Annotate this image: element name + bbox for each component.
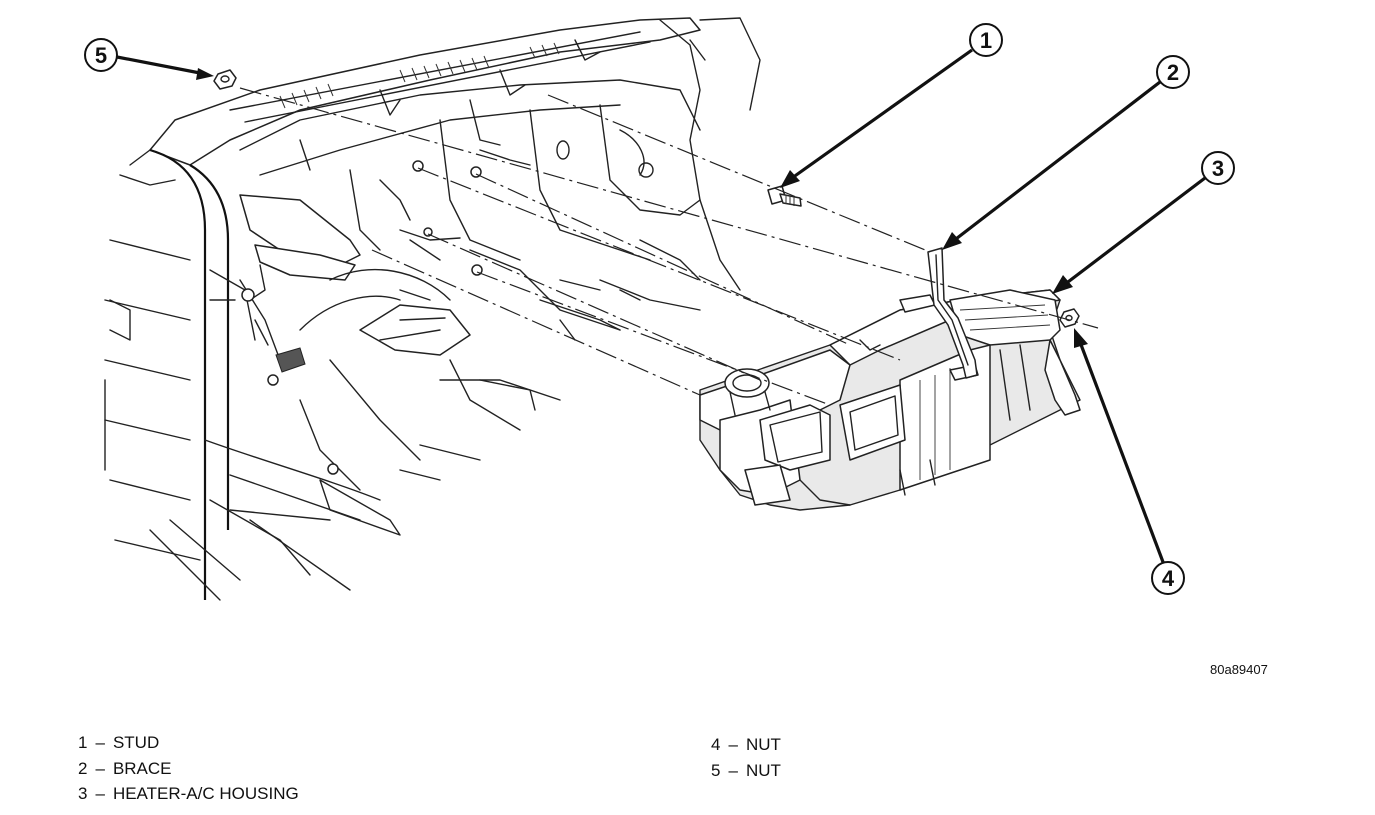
legend-label: NUT: [745, 735, 781, 754]
callout-leaders: [116, 48, 1206, 563]
legend-number: 5: [711, 760, 721, 780]
legend-separator: –: [728, 760, 738, 780]
callout-3: 3: [1201, 151, 1235, 185]
legend-label: BRACE: [112, 758, 172, 778]
callout-4-number: 4: [1162, 566, 1175, 591]
callout-4: 4: [1151, 561, 1185, 595]
callout-1: 1: [969, 23, 1003, 57]
brace: [927, 247, 978, 379]
callout-2-number: 2: [1167, 60, 1179, 85]
nut-5: [213, 69, 237, 90]
callout-3-number: 3: [1212, 156, 1224, 181]
stud: [767, 185, 802, 207]
legend-number: 2: [78, 758, 88, 778]
legend-number: 1: [78, 733, 88, 752]
figure-id: 80a89407: [1210, 662, 1268, 677]
legend-item-nut-5: 5–NUT: [711, 758, 781, 784]
legend-number: 3: [78, 784, 88, 803]
legend-separator: –: [95, 784, 105, 803]
legend-separator: –: [95, 758, 105, 778]
legend-number: 4: [711, 735, 721, 754]
legend-label: HEATER-A/C HOUSING: [112, 784, 299, 803]
legend-item-stud: 1–STUD: [78, 730, 299, 756]
legend-item-brace: 2–BRACE: [78, 756, 299, 782]
callout-1-number: 1: [980, 28, 992, 53]
legend-right: 4–NUT 5–NUT: [711, 732, 781, 783]
callout-5: 5: [84, 38, 118, 72]
callout-2: 2: [1156, 55, 1190, 89]
nut-4: [1059, 308, 1080, 328]
callout-5-number: 5: [95, 43, 107, 68]
legend-label: STUD: [112, 733, 160, 752]
legend-item-nut-4: 4–NUT: [711, 732, 781, 758]
legend-left: 1–STUD 2–BRACE 3–HEATER-A/C HOUSING: [78, 730, 299, 807]
legend-separator: –: [728, 735, 738, 754]
legend-separator: –: [95, 733, 105, 752]
heater-ac-housing: [699, 289, 1081, 511]
vehicle-body: [104, 17, 761, 601]
legend-item-heater-ac-housing: 3–HEATER-A/C HOUSING: [78, 781, 299, 807]
alignment-centerlines: [239, 87, 1099, 406]
legend-label: NUT: [745, 760, 781, 780]
